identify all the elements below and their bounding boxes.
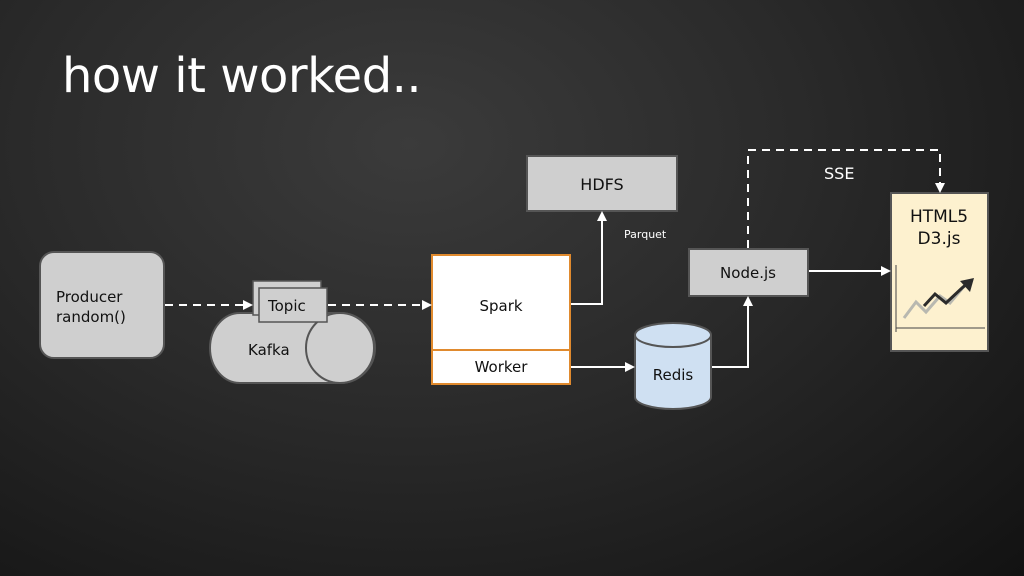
parquet-label: Parquet xyxy=(624,228,667,241)
worker-label: Worker xyxy=(475,358,529,376)
topic-label: Topic xyxy=(267,297,306,315)
producer-node: Producer random() xyxy=(39,251,165,359)
redis-label: Redis xyxy=(653,366,694,384)
redis-node: Redis xyxy=(634,322,712,410)
hdfs-label: HDFS xyxy=(580,175,623,194)
browser-node: HTML5 D3.js xyxy=(890,192,989,352)
nodejs-node: Node.js xyxy=(688,248,809,297)
kafka-topic: Topic xyxy=(252,280,328,323)
kafka-node: Kafka xyxy=(209,312,376,384)
hdfs-node: HDFS xyxy=(526,155,678,212)
slide-title: how it worked.. xyxy=(62,48,422,104)
kafka-label: Kafka xyxy=(248,341,290,359)
edge-spark-hdfs xyxy=(571,211,607,305)
producer-label: Producer xyxy=(56,288,123,306)
html5-label: HTML5 xyxy=(910,207,968,227)
spark-node: Spark Worker xyxy=(431,254,571,385)
edge-redis-nodejs xyxy=(712,296,753,368)
d3js-label: D3.js xyxy=(918,229,961,249)
spark-label: Spark xyxy=(479,297,522,315)
nodejs-label: Node.js xyxy=(720,264,776,282)
producer-function-label: random() xyxy=(56,308,126,326)
edge-nodejs-browser-sse xyxy=(747,149,945,248)
sse-label: SSE xyxy=(824,164,854,183)
line-chart-icon xyxy=(895,265,985,332)
